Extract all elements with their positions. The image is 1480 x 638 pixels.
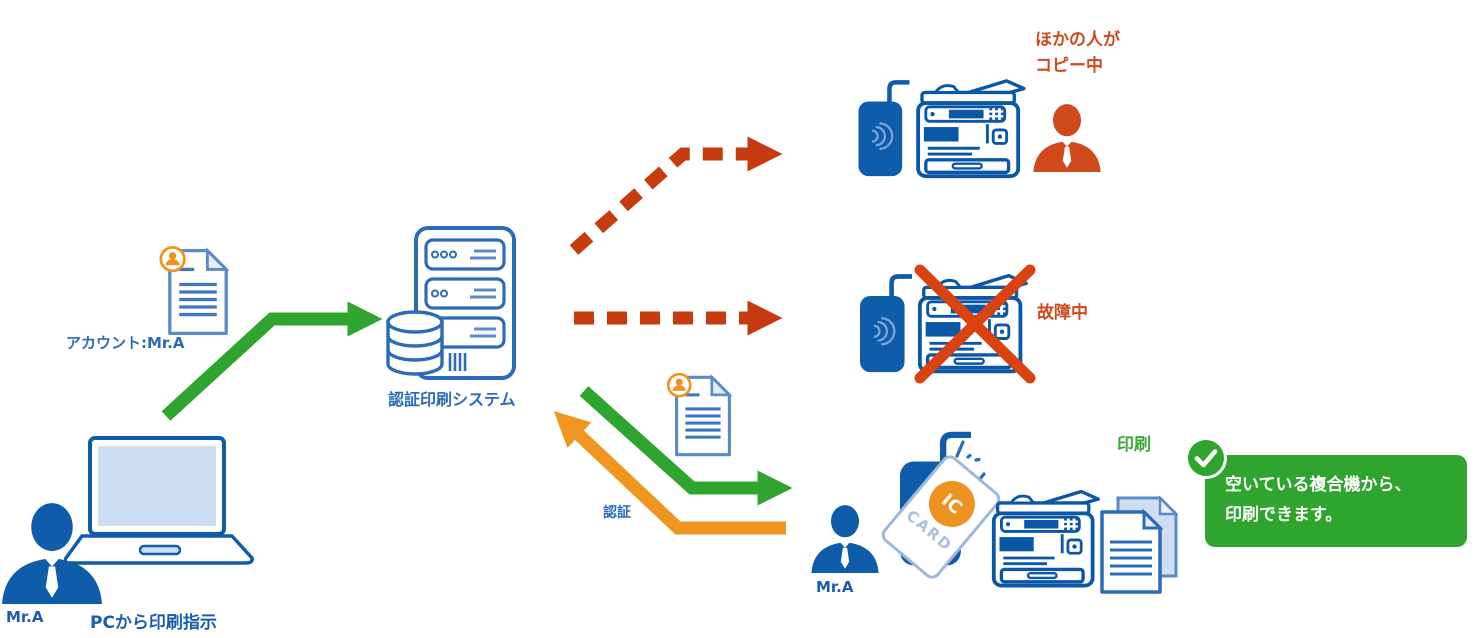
pc-user-label: Mr.A (6, 608, 44, 626)
print-action-label: 印刷 (1117, 435, 1151, 455)
broken-card-reader-icon (858, 270, 914, 374)
free-user-icon (810, 498, 880, 578)
job-document-icon (666, 372, 740, 460)
account-document-icon (158, 245, 238, 339)
broken-status-label: 故障中 (1037, 303, 1088, 323)
busy-card-reader-icon (856, 76, 912, 178)
callout-line1: 空いている複合機から、 (1225, 475, 1412, 495)
account-label: アカウント:Mr.A (66, 334, 185, 352)
broken-cross-icon (914, 264, 1036, 384)
server-to-free-printer-arrow (579, 386, 793, 506)
callout-line2: 印刷できます。 (1225, 504, 1343, 525)
busy-status-line2: コピー中 (1035, 55, 1103, 76)
auth-to-server-arrow (553, 411, 786, 535)
pc-caption: PCから印刷指示 (90, 613, 217, 633)
printed-documents-icon (1100, 496, 1178, 594)
auth-print-server-icon (386, 226, 518, 384)
busy-status-label: ほかの人が コピー中 (1035, 28, 1120, 79)
server-label: 認証印刷システム (388, 390, 516, 409)
callout-box: 空いている複合機から、 印刷できます。 (1205, 455, 1467, 547)
pc-to-server-arrow (161, 301, 383, 421)
auth-label: 認証 (603, 505, 631, 521)
busy-printer-icon (914, 78, 1030, 180)
busy-user-icon (1032, 98, 1102, 176)
free-user-label: Mr.A (816, 578, 854, 596)
pc-user-icon (0, 500, 104, 604)
busy-status-line1: ほかの人が (1035, 30, 1120, 50)
server-to-busy-printer-arrow (569, 136, 783, 255)
success-check-icon (1184, 436, 1228, 480)
free-printer-icon (990, 486, 1104, 592)
